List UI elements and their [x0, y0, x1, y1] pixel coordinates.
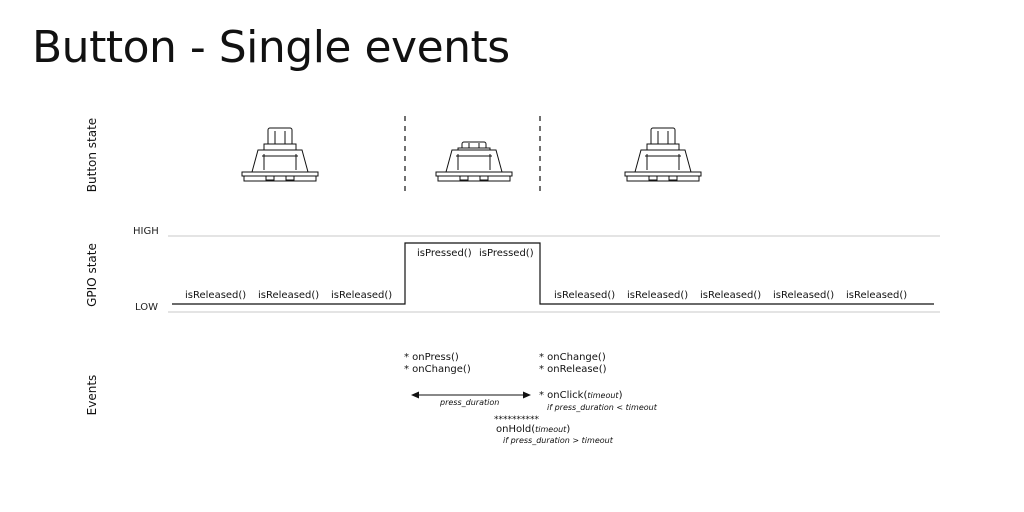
- event-on-change-press: * onChange(): [404, 364, 471, 375]
- released-label: isReleased(): [846, 290, 908, 301]
- event-on-press: * onPress(): [404, 352, 459, 363]
- released-label: isReleased(): [185, 290, 247, 301]
- event-on-release: * onRelease(): [539, 364, 607, 375]
- click-condition: if press_duration < timeout: [547, 403, 657, 412]
- level-low-label: LOW: [135, 302, 158, 313]
- button-pressed-icon: [435, 141, 513, 182]
- released-label: isReleased(): [700, 290, 762, 301]
- hold-stars: **********: [494, 415, 539, 425]
- released-label: isReleased(): [554, 290, 616, 301]
- released-label: isReleased(): [773, 290, 835, 301]
- pressed-label: isPressed(): [417, 248, 472, 259]
- page-title: Button - Single events: [32, 22, 510, 73]
- released-label: isReleased(): [627, 290, 689, 301]
- released-label: isReleased(): [258, 290, 320, 301]
- event-on-click: * onClick(timeout): [539, 390, 623, 401]
- duration-arrow-left-head: [411, 391, 419, 399]
- released-label: isReleased(): [331, 290, 393, 301]
- level-high-label: HIGH: [133, 226, 159, 237]
- hold-condition: if press_duration > timeout: [503, 436, 613, 445]
- duration-arrow-right-head: [523, 391, 531, 399]
- press-duration-label: press_duration: [440, 398, 500, 407]
- pressed-label: isPressed(): [479, 248, 534, 259]
- event-on-change-release: * onChange(): [539, 352, 606, 363]
- gpio-waveform: [172, 242, 934, 305]
- button-released-icon: [241, 127, 319, 182]
- button-released-icon: [624, 127, 702, 182]
- event-on-hold: onHold(timeout): [496, 424, 571, 435]
